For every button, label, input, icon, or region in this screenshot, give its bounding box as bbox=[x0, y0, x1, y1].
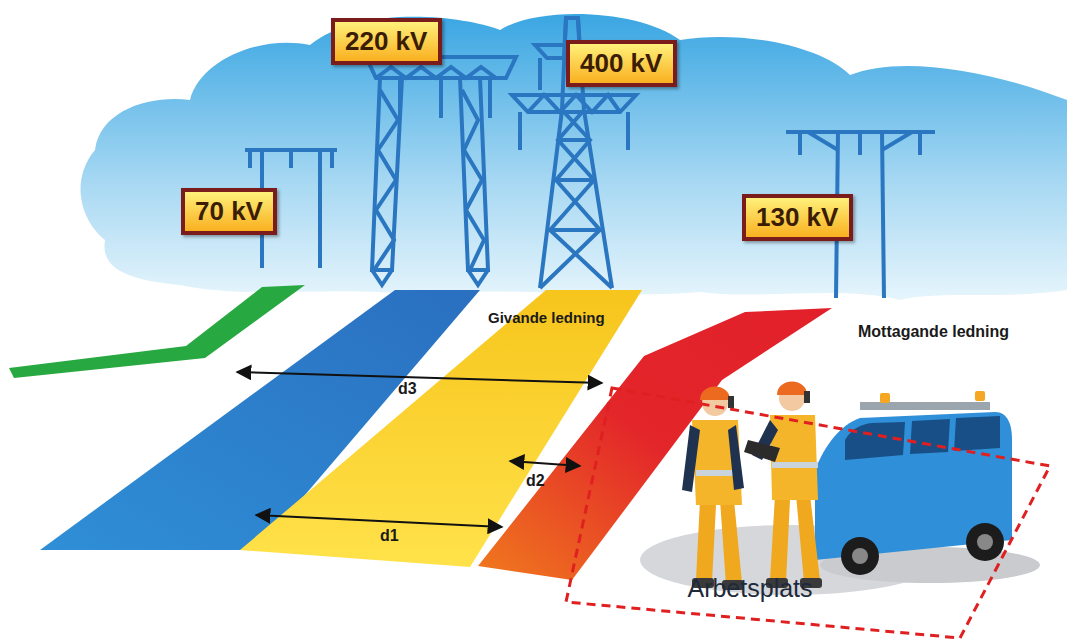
van bbox=[815, 391, 1012, 575]
voltage-label: 70 kV bbox=[195, 197, 263, 226]
distance-label: d2 bbox=[526, 472, 545, 490]
line-label: Givande ledning bbox=[488, 309, 605, 326]
voltage-label: 130 kV bbox=[756, 203, 839, 232]
line-label: Mottagande ledning bbox=[858, 323, 1009, 341]
worker bbox=[744, 382, 822, 589]
distance-label: d3 bbox=[398, 380, 417, 398]
tower-220kv bbox=[366, 57, 516, 285]
voltage-sign: 220 kV bbox=[331, 18, 442, 65]
voltage-label: 220 kV bbox=[345, 27, 428, 56]
work-area: Arbetsplats bbox=[560, 380, 1060, 642]
voltage-sign: 130 kV bbox=[742, 194, 853, 241]
voltage-label: 400 kV bbox=[580, 49, 663, 78]
band-70kv bbox=[9, 285, 305, 378]
area-label: Arbetsplats bbox=[687, 574, 812, 603]
distance-arrows bbox=[237, 372, 602, 527]
voltage-sign: 70 kV bbox=[181, 188, 277, 235]
sky-cloud bbox=[81, 14, 1067, 300]
dashed-boundary bbox=[566, 388, 1050, 638]
worker bbox=[682, 387, 744, 591]
distance-label: d1 bbox=[380, 527, 399, 545]
voltage-sign: 400 kV bbox=[566, 40, 677, 87]
work-area-outline bbox=[560, 380, 1060, 642]
